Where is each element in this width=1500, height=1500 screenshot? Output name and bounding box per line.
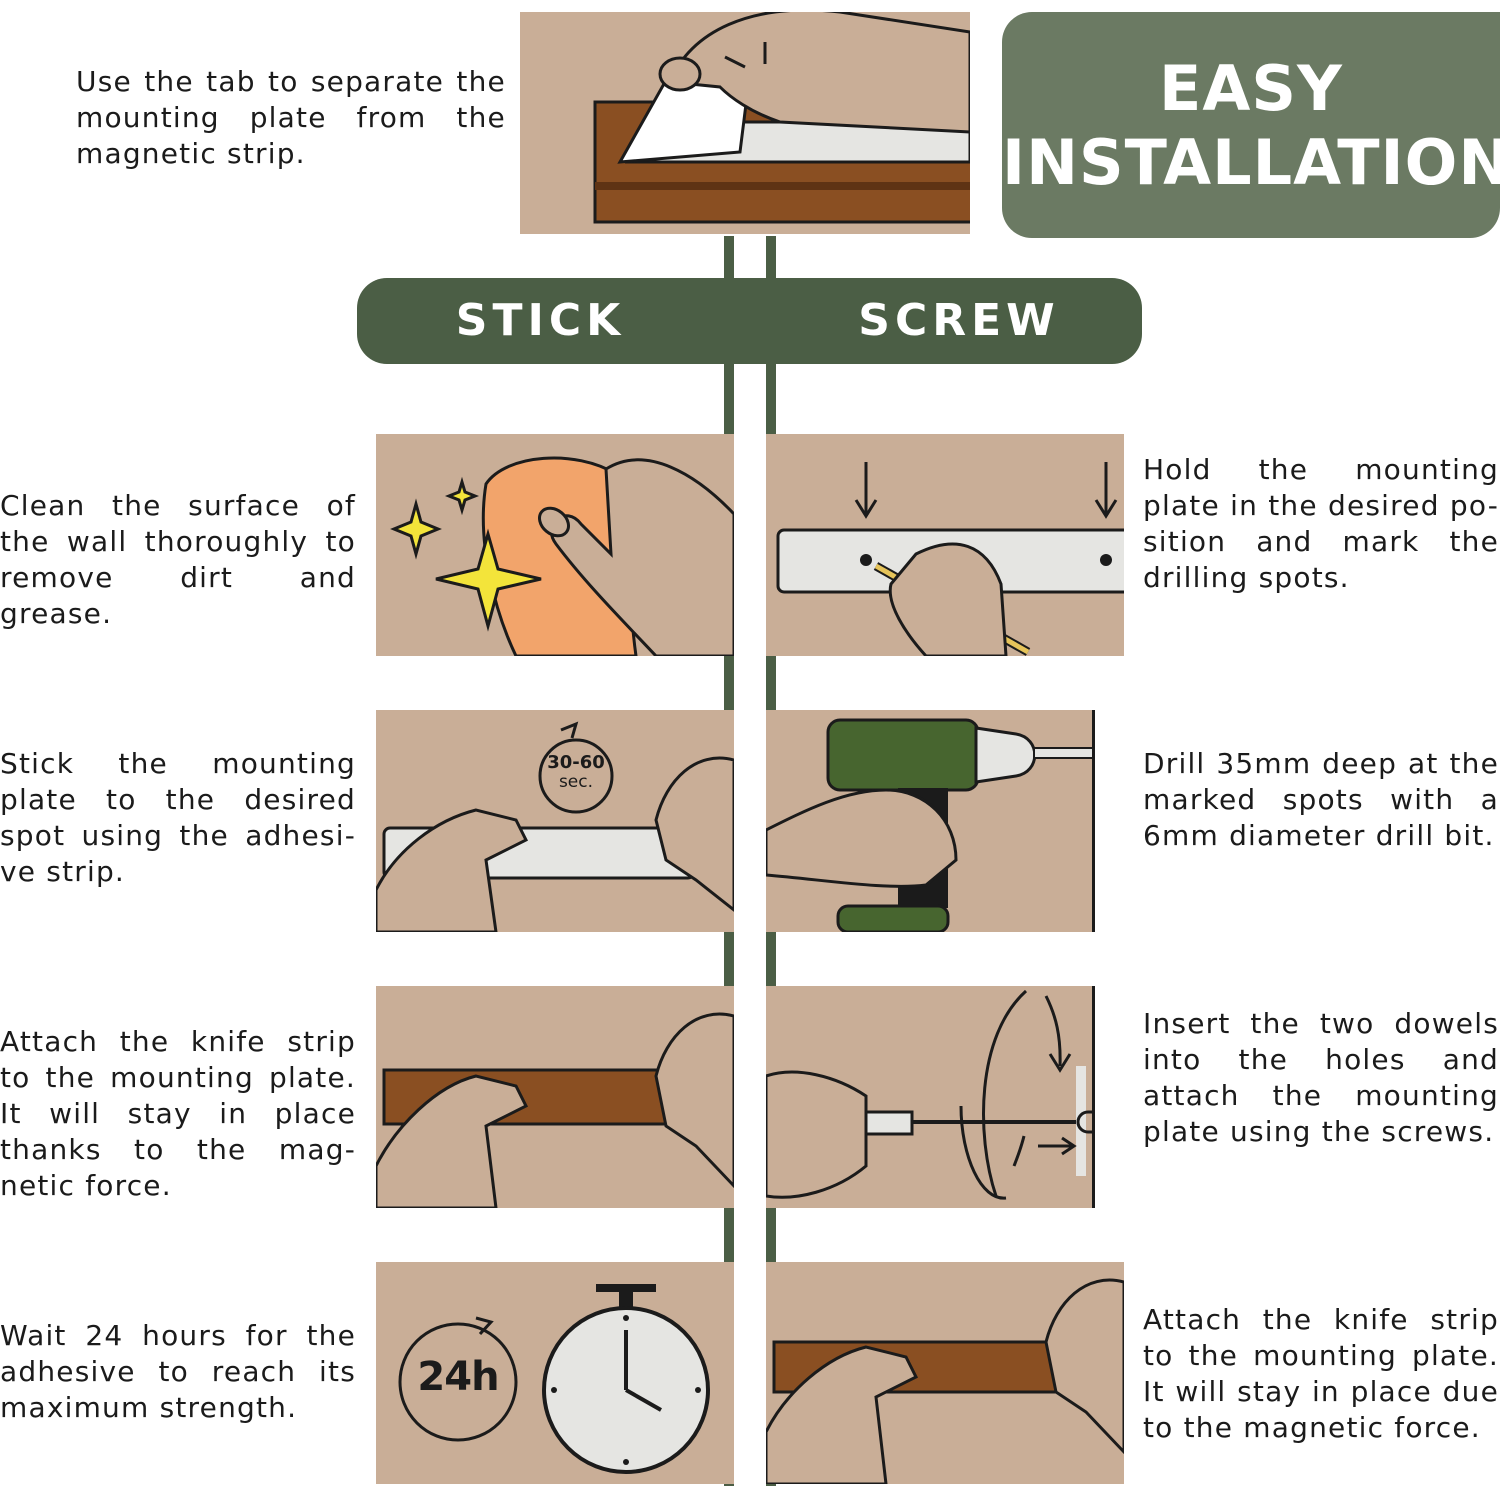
- panel-screw-dowels: [766, 986, 1095, 1208]
- screw-step-2-text: Drill 35mm deep at the marked spots with…: [1143, 747, 1499, 852]
- clean-wall-illustration: [390, 456, 734, 656]
- panel-attach-strip-screw: [766, 1262, 1124, 1484]
- drill-illustration: [766, 718, 1092, 932]
- screw-step-1-text: Hold the mounting plate in the desired p…: [1143, 453, 1499, 594]
- timer-badge-value: 30-60: [547, 752, 605, 773]
- panel-mark-spots: [766, 434, 1124, 656]
- mark-spots-illustration: [776, 462, 1124, 656]
- wait-24h-illustration: [398, 1284, 710, 1474]
- wait-badge: 24h: [417, 1354, 499, 1400]
- panel-attach-strip-stick: [376, 986, 734, 1208]
- panel-clean-wall: [376, 434, 734, 656]
- screw-dowels-illustration: [766, 989, 1092, 1200]
- panel-wait-24h: 24h: [376, 1262, 734, 1484]
- pill-gap-fill: [734, 278, 766, 364]
- panel-drill: [766, 710, 1095, 932]
- attach-strip-screw-illustration: [766, 1278, 1124, 1484]
- top-step-text: Use the tab to separate the mounting pla…: [76, 65, 506, 170]
- stick-plate-illustration: [376, 721, 734, 932]
- screw-method-label: SCREW: [776, 278, 1142, 364]
- stick-step-3-text: Attach the knife strip to the mounting p…: [0, 1025, 356, 1202]
- screw-step-3-text: Insert the two dowels into the holes and…: [1143, 1007, 1499, 1148]
- stick-method-label: STICK: [357, 278, 724, 364]
- stick-step-2-text: Stick the mounting plate to the desired …: [0, 747, 356, 888]
- screw-step-4-text: Attach the knife strip to the mounting p…: [1143, 1303, 1499, 1444]
- stick-step-4-text: Wait 24 hours for the adhesive to reach …: [0, 1319, 356, 1424]
- panel-stick-plate: 30-60 sec.: [376, 710, 734, 932]
- stick-step-1-text: Clean the surface of the wall thoroughly…: [0, 489, 356, 630]
- peel-tab-illustration: [593, 12, 970, 224]
- banner-line-1: EASY: [1159, 52, 1343, 125]
- banner-line-2: INSTALLATION: [1002, 126, 1500, 199]
- panel-peel-tab: [520, 12, 970, 234]
- easy-installation-banner: EASY INSTALLATION: [1002, 12, 1500, 238]
- timer-badge-unit: sec.: [558, 772, 594, 792]
- attach-strip-stick-illustration: [376, 1012, 734, 1208]
